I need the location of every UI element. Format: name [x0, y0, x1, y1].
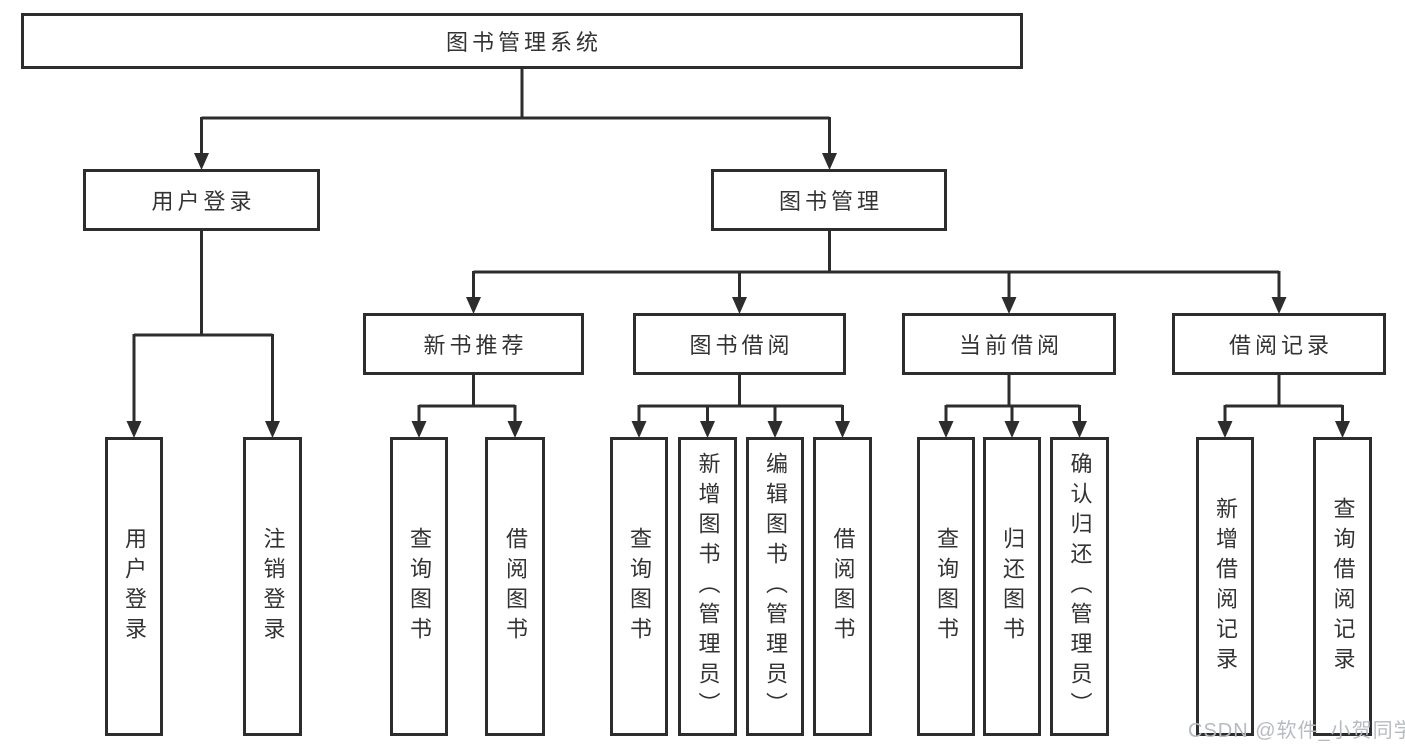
- leaf-label: 查询借阅记录: [1330, 496, 1356, 677]
- node-current-borrowing: 当前借阅: [902, 313, 1116, 375]
- leaf-label: 新增图书（管理员）: [695, 451, 721, 722]
- leaf-add-borrow-record: 新增借阅记录: [1196, 437, 1254, 736]
- node-label: 图书管理系统: [445, 30, 602, 55]
- leaf-label: 确认归还（管理员）: [1067, 451, 1093, 722]
- node-label: 借阅记录: [1228, 333, 1333, 358]
- leaf-logout: 注销登录: [243, 437, 302, 736]
- node-borrowing-records: 借阅记录: [1172, 313, 1386, 375]
- node-library-management-system: 图书管理系统: [21, 13, 1023, 69]
- leaf-query-borrow-record: 查询借阅记录: [1313, 437, 1372, 736]
- leaf-borrow-books-newbook: 借阅图书: [485, 437, 545, 736]
- node-label: 图书管理: [778, 189, 883, 214]
- leaf-label: 查询图书: [407, 526, 432, 647]
- leaf-edit-books-admin: 编辑图书（管理员）: [746, 437, 804, 736]
- leaf-query-books-newbook: 查询图书: [390, 437, 448, 736]
- leaf-confirm-return-admin: 确认归还（管理员）: [1050, 437, 1109, 736]
- leaf-label: 用户登录: [122, 526, 147, 647]
- leaf-label: 归还图书: [1000, 526, 1025, 647]
- node-user-login: 用户登录: [83, 169, 320, 231]
- watermark: CSDN @软件_小贺同学: [1188, 720, 1405, 742]
- leaf-label: 编辑图书（管理员）: [763, 451, 788, 722]
- node-new-book-recommendation: 新书推荐: [363, 313, 584, 375]
- node-label: 用户登录: [151, 189, 256, 214]
- leaf-label: 注销登录: [260, 526, 286, 647]
- leaf-add-books-admin: 新增图书（管理员）: [678, 437, 737, 736]
- leaf-label: 新增借阅记录: [1213, 496, 1238, 677]
- leaf-borrow-books-borrowing: 借阅图书: [813, 437, 872, 736]
- leaf-user-login: 用户登录: [105, 437, 163, 736]
- arrowhead-icons: [126, 153, 1350, 438]
- leaf-label: 借阅图书: [503, 526, 528, 647]
- leaf-query-books-current: 查询图书: [917, 437, 975, 736]
- node-label: 当前借阅: [958, 333, 1063, 358]
- leaf-label: 查询图书: [627, 526, 652, 647]
- node-label: 新书推荐: [423, 333, 528, 358]
- node-book-borrowing: 图书借阅: [633, 313, 846, 375]
- leaf-label: 查询图书: [934, 526, 959, 647]
- leaf-label: 借阅图书: [830, 526, 856, 647]
- node-label: 图书借阅: [689, 333, 794, 358]
- leaf-return-books: 归还图书: [983, 437, 1041, 736]
- node-book-management: 图书管理: [711, 169, 947, 231]
- leaf-query-books-borrowing: 查询图书: [610, 437, 668, 736]
